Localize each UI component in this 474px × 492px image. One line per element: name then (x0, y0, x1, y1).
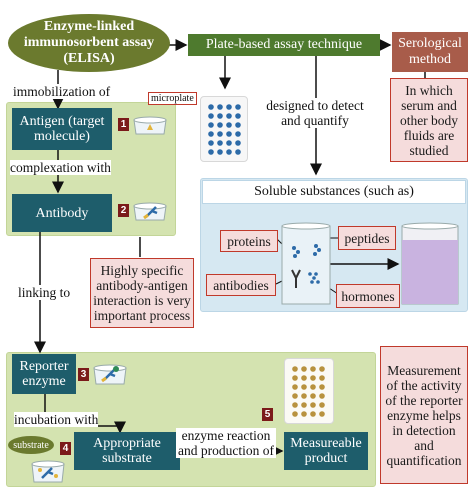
peptides-box: peptides (338, 226, 396, 250)
hormones-box: hormones (336, 284, 400, 308)
step-3-badge: 3 (78, 368, 89, 381)
incubation-label: incubation with (14, 412, 99, 427)
designed-label-text: designed to detect and quantify (266, 98, 364, 128)
step-1-badge: 1 (118, 118, 129, 131)
antigen-label: Antigen (target molecule) (19, 114, 105, 144)
serum-note-text: In which serum and other body fluids are… (399, 82, 459, 158)
beaker-left-icon (280, 222, 332, 306)
hormones-label: hormones (341, 288, 395, 304)
designed-label: designed to detect and quantify (260, 98, 370, 128)
step-4-badge: 4 (60, 442, 71, 455)
soluble-header: Soluble substances (such as) (202, 180, 466, 204)
serological-box: Serological method (392, 32, 468, 72)
product-plate-icon (284, 358, 334, 424)
reporter-label: Reporter enzyme (19, 359, 69, 389)
plate-based-box: Plate-based assay technique (188, 34, 380, 56)
microplate-icon (200, 96, 248, 162)
serological-label: Serological method (398, 36, 462, 67)
immobilization-label: immobilization of (13, 84, 111, 99)
substrate-small-label: substrate (13, 439, 49, 451)
elisa-title-oval: Enzyme-linked immunosorbent assay (ELISA… (8, 14, 170, 72)
specific-note-text: Highly specific antibody-antigen interac… (93, 263, 191, 323)
antibodies-label: antibodies (213, 277, 269, 293)
measureable-label: Measureable product (290, 436, 362, 466)
reaction-label: enzyme reaction and production of (176, 428, 276, 458)
beaker-right-icon (400, 222, 460, 306)
step-2-badge: 2 (118, 204, 129, 217)
reporter-box: Reporter enzyme (12, 354, 76, 394)
linking-label: linking to (18, 285, 71, 300)
complexation-label: complexation with (10, 160, 111, 175)
antibody-label: Antibody (35, 205, 89, 221)
serum-note: In which serum and other body fluids are… (390, 78, 468, 162)
measurement-note: Measurement of the activity of the repor… (380, 346, 468, 484)
substrate-oval: substrate (8, 436, 54, 454)
step-5-badge: 5 (262, 408, 273, 421)
antibodies-box: antibodies (206, 274, 276, 296)
antigen-box: Antigen (target molecule) (12, 108, 112, 150)
appropriate-substrate-box: Appropriate substrate (74, 432, 180, 470)
antigen-well-icon (132, 114, 168, 136)
plate-based-label: Plate-based assay technique (205, 37, 363, 52)
measureable-product-box: Measureable product (284, 432, 368, 470)
soluble-label: Soluble substances (such as) (254, 184, 414, 199)
elisa-title: Enzyme-linked immunosorbent assay (ELISA… (23, 19, 155, 66)
peptides-label: peptides (344, 230, 390, 246)
microplate-label: microplate (148, 92, 197, 105)
proteins-label: proteins (227, 233, 271, 249)
proteins-box: proteins (220, 230, 278, 252)
specific-note: Highly specific antibody-antigen interac… (90, 258, 194, 328)
appropriate-label: Appropriate substrate (93, 436, 161, 466)
measurement-note-text: Measurement of the activity of the repor… (385, 362, 463, 468)
reaction-label-text: enzyme reaction and production of (178, 428, 274, 458)
reporter-well-icon (92, 360, 128, 386)
antibody-box: Antibody (12, 194, 112, 232)
substrate-well-icon (30, 456, 66, 484)
antibody-well-icon (132, 198, 168, 222)
